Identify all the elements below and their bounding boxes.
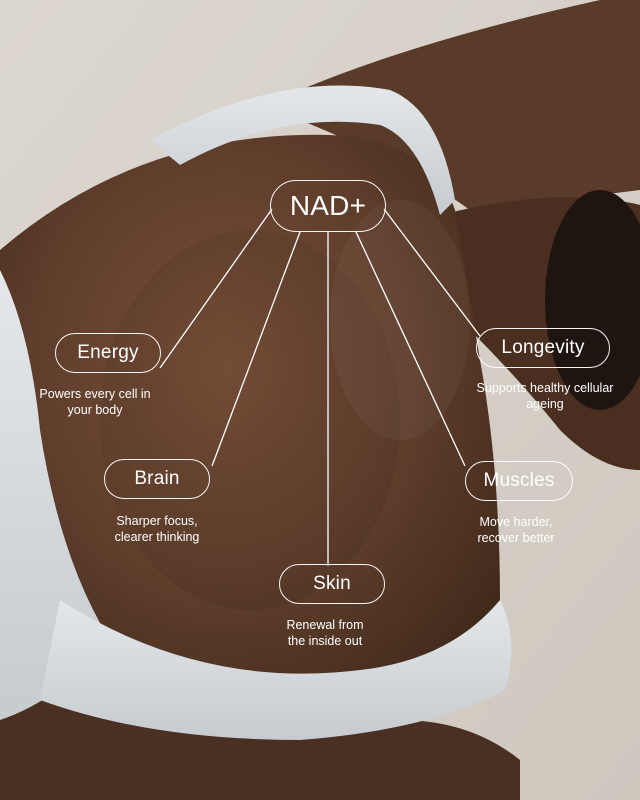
node-skin: Skin bbox=[279, 564, 385, 604]
node-skin-description: Renewal from the inside out bbox=[286, 618, 364, 648]
node-muscles: Muscles bbox=[465, 461, 573, 501]
node-energy: Energy bbox=[55, 333, 161, 373]
node-energy-description: Powers every cell in your body bbox=[39, 387, 151, 417]
node-muscles-label: Muscles bbox=[483, 470, 555, 491]
node-longevity-label: Longevity bbox=[501, 337, 585, 358]
center-node-nad: NAD+ bbox=[270, 180, 386, 232]
node-brain-label: Brain bbox=[134, 468, 180, 489]
node-brain-description: Sharper focus, clearer thinking bbox=[114, 514, 200, 544]
node-longevity-description: Supports healthy cellular ageing bbox=[476, 381, 614, 411]
node-muscles-description: Move harder, recover better bbox=[477, 515, 555, 545]
node-energy-label: Energy bbox=[77, 342, 139, 363]
node-brain: Brain bbox=[104, 459, 210, 499]
node-skin-label: Skin bbox=[313, 573, 351, 594]
center-node-label: NAD+ bbox=[289, 190, 367, 221]
node-longevity: Longevity bbox=[476, 328, 610, 368]
